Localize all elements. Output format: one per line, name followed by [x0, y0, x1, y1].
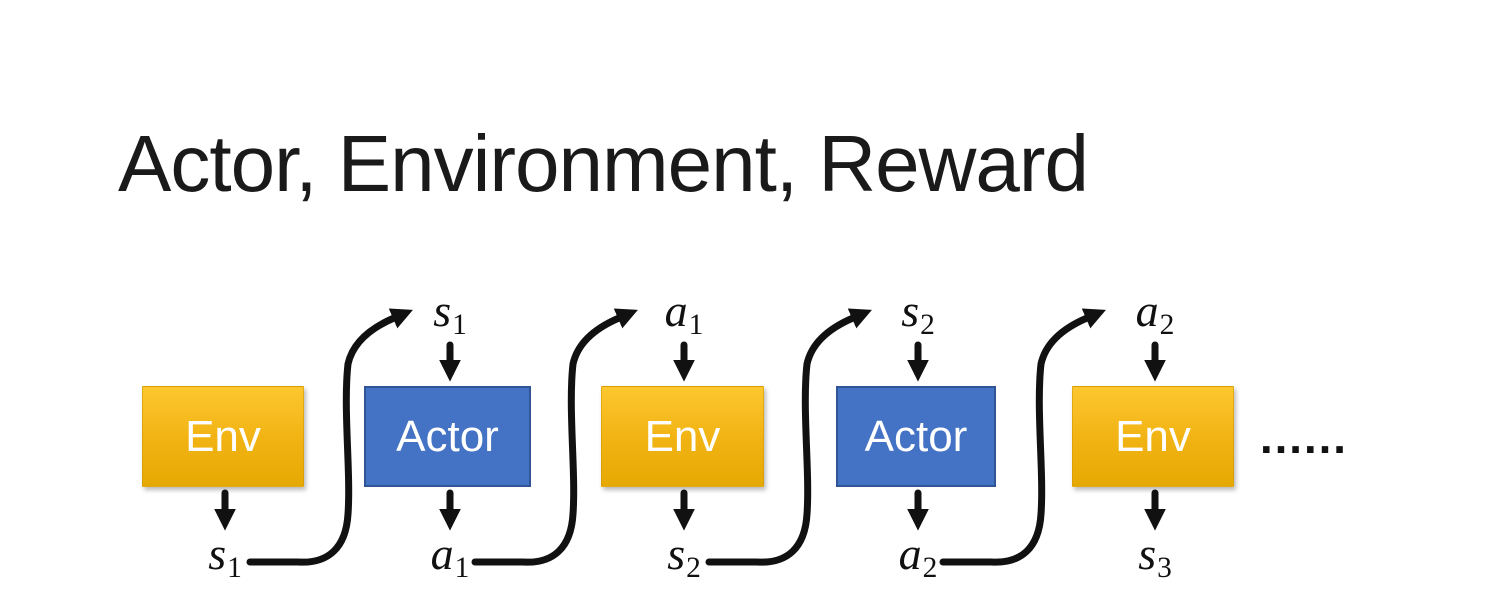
label-s1-top-base: s: [433, 285, 452, 336]
label-s2-top-base: s: [901, 285, 920, 336]
label-s2-bottom: s2: [667, 528, 701, 584]
label-s1-top: s1: [433, 285, 467, 341]
label-s2-bottom-sub: 2: [686, 551, 701, 584]
label-s3-bottom-base: s: [1138, 528, 1157, 579]
label-a2-bottom: a2: [898, 528, 938, 584]
actor-box-1: Actor: [364, 386, 531, 487]
label-s1-bottom-base: s: [208, 528, 227, 579]
env-box-3: Env: [1072, 386, 1234, 487]
label-a1-bottom-base: a: [430, 528, 454, 579]
label-a2-top-sub: 2: [1159, 308, 1175, 341]
actor-box-2-label: Actor: [864, 411, 968, 461]
label-a2-bottom-base: a: [898, 528, 922, 579]
env-box-3-label: Env: [1115, 411, 1191, 461]
label-a2-top-base: a: [1135, 285, 1159, 336]
label-a1-top-base: a: [664, 285, 688, 336]
label-s1-bottom-sub: 1: [227, 551, 242, 584]
label-s1-top-sub: 1: [452, 308, 467, 341]
env-box-2: Env: [601, 386, 764, 487]
label-a2-bottom-sub: 2: [922, 551, 938, 584]
label-a1-bottom-sub: 1: [454, 551, 470, 584]
slide-title: Actor, Environment, Reward: [118, 119, 1089, 208]
label-s1-bottom: s1: [208, 528, 242, 584]
label-s3-bottom-sub: 3: [1157, 551, 1172, 584]
label-s3-bottom: s3: [1138, 528, 1172, 584]
actor-box-1-label: Actor: [396, 411, 499, 461]
label-a1-top: a1: [664, 285, 704, 341]
label-a1-top-sub: 1: [688, 308, 704, 341]
actor-box-2: Actor: [836, 386, 996, 487]
label-s2-bottom-base: s: [667, 528, 686, 579]
ellipsis-dots: ……: [1258, 411, 1348, 463]
label-s2-top: s2: [901, 285, 935, 341]
env-box-2-label: Env: [644, 411, 721, 461]
env-box-1-label: Env: [185, 411, 261, 461]
label-a2-top: a2: [1135, 285, 1175, 341]
env-box-1: Env: [142, 386, 304, 487]
label-s2-top-sub: 2: [920, 308, 935, 341]
label-a1-bottom: a1: [430, 528, 470, 584]
